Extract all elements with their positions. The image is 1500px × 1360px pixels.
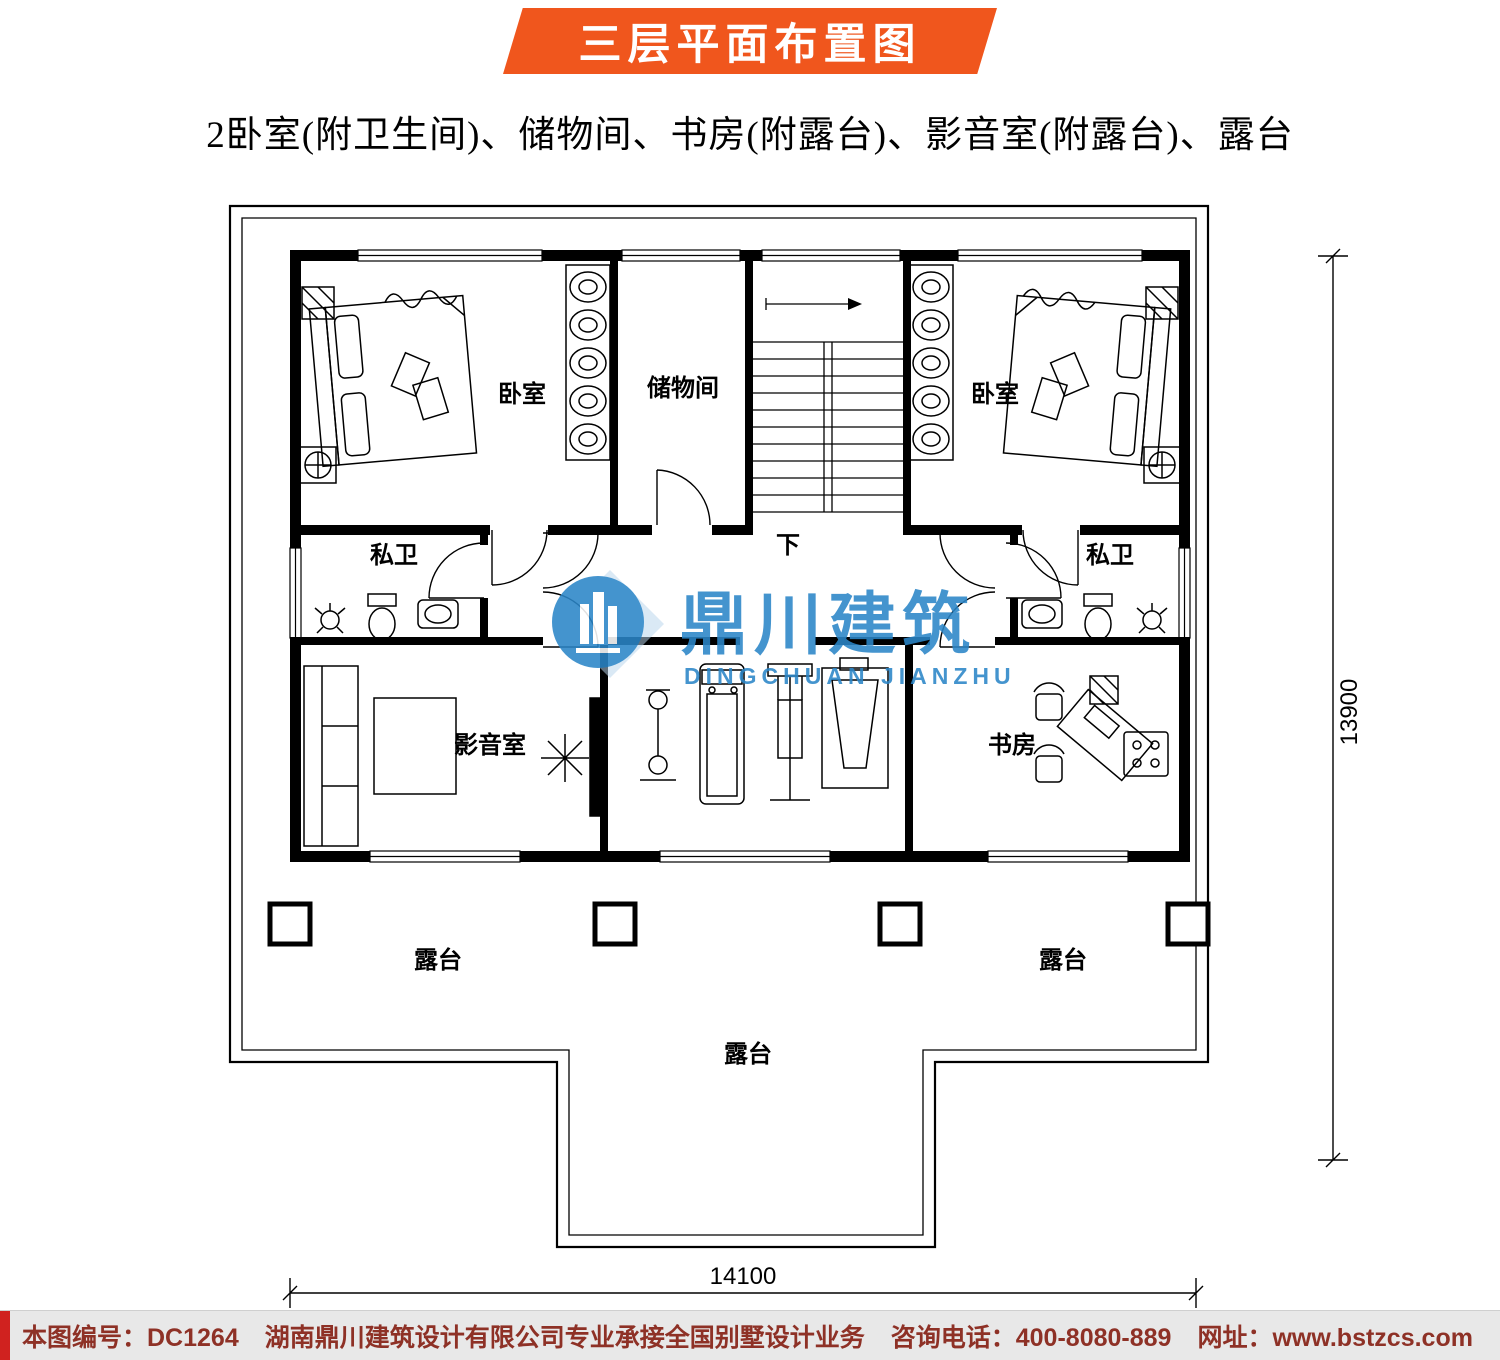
room-label-bedroom-left: 卧室 [498, 380, 546, 408]
fan-symbol-left [299, 446, 337, 484]
footer-phone: 咨询电话：400-8080-889 [890, 1323, 1172, 1352]
room-label-storage: 储物间 [647, 374, 719, 402]
bathroom-right-fixtures [1021, 593, 1168, 641]
room-label-bath-left: 私卫 [370, 542, 418, 569]
room-label-media-room: 影音室 [454, 731, 526, 759]
dimension-height-value: 13900 [1336, 679, 1363, 746]
study-furniture [1033, 675, 1169, 783]
title-banner: 三层平面布置图 [503, 8, 997, 74]
door-arcs [428, 469, 1079, 648]
window-icon [1178, 547, 1191, 639]
exterior-walls [290, 250, 1190, 862]
plan-subtitle: 2卧室(附卫生间)、储物间、书房(附露台)、影音室(附露台)、露台 [206, 115, 1294, 156]
watermark-name-cn: 鼎川建筑 [680, 587, 976, 663]
window-icon [621, 249, 741, 262]
watermark-name-en: DINGCHUAN JIANZHU [684, 663, 1016, 689]
stair-direction-arrow-icon [848, 298, 862, 310]
room-label-bedroom-right: 卧室 [971, 380, 1019, 408]
watermark: 鼎川建筑 DINGCHUAN JIANZHU [552, 570, 1016, 689]
window-icon [957, 249, 1143, 262]
room-label-terrace-bottom: 露台 [724, 1040, 772, 1068]
wardrobe-right [908, 264, 954, 461]
footer-plan-number: 本图编号：DC1264 [22, 1323, 239, 1352]
bed-left [308, 290, 478, 468]
footer-company: 湖南鼎川建筑设计有限公司专业承接全国别墅设计业务 [264, 1323, 865, 1352]
wardrobe-left [565, 264, 611, 461]
dimension-right: 13900 [1318, 248, 1363, 1168]
window-icon [357, 249, 543, 262]
window-icon [987, 850, 1129, 863]
page-title: 三层平面布置图 [578, 21, 922, 69]
interior-walls [290, 261, 1190, 851]
staircase [753, 298, 903, 513]
window-icon [761, 249, 901, 262]
footer-accent-bar [0, 1311, 10, 1360]
media-room-furniture [303, 665, 601, 847]
footer-website: 网址：www.bstzcs.com [1197, 1323, 1473, 1352]
room-label-study: 书房 [988, 731, 1036, 759]
room-labels: 卧室 储物间 卧室 私卫 私卫 影音室 书房 露台 露台 露台 下 [370, 374, 1134, 1068]
footer-bar: 本图编号：DC1264 湖南鼎川建筑设计有限公司专业承接全国别墅设计业务 咨询电… [0, 1310, 1500, 1360]
window-icon [289, 547, 302, 639]
stair-down-label: 下 [776, 532, 800, 559]
window-icon [659, 850, 831, 863]
room-label-terrace-left: 露台 [414, 946, 462, 974]
fan-symbol-right [1143, 446, 1181, 484]
dimension-width-value: 14100 [710, 1263, 777, 1290]
nightstand-right-top [1145, 286, 1179, 320]
window-icon [369, 850, 521, 863]
terrace-columns [267, 901, 1211, 947]
terrace-outline [228, 204, 1210, 1249]
windows [289, 249, 1191, 863]
gym-equipment [640, 657, 889, 805]
room-label-bath-right: 私卫 [1086, 542, 1134, 569]
bathroom-left-fixtures [314, 593, 459, 641]
room-label-terrace-right: 露台 [1039, 946, 1087, 974]
nightstand-left-top [301, 286, 335, 320]
dimension-bottom: 14100 [282, 1263, 1204, 1308]
